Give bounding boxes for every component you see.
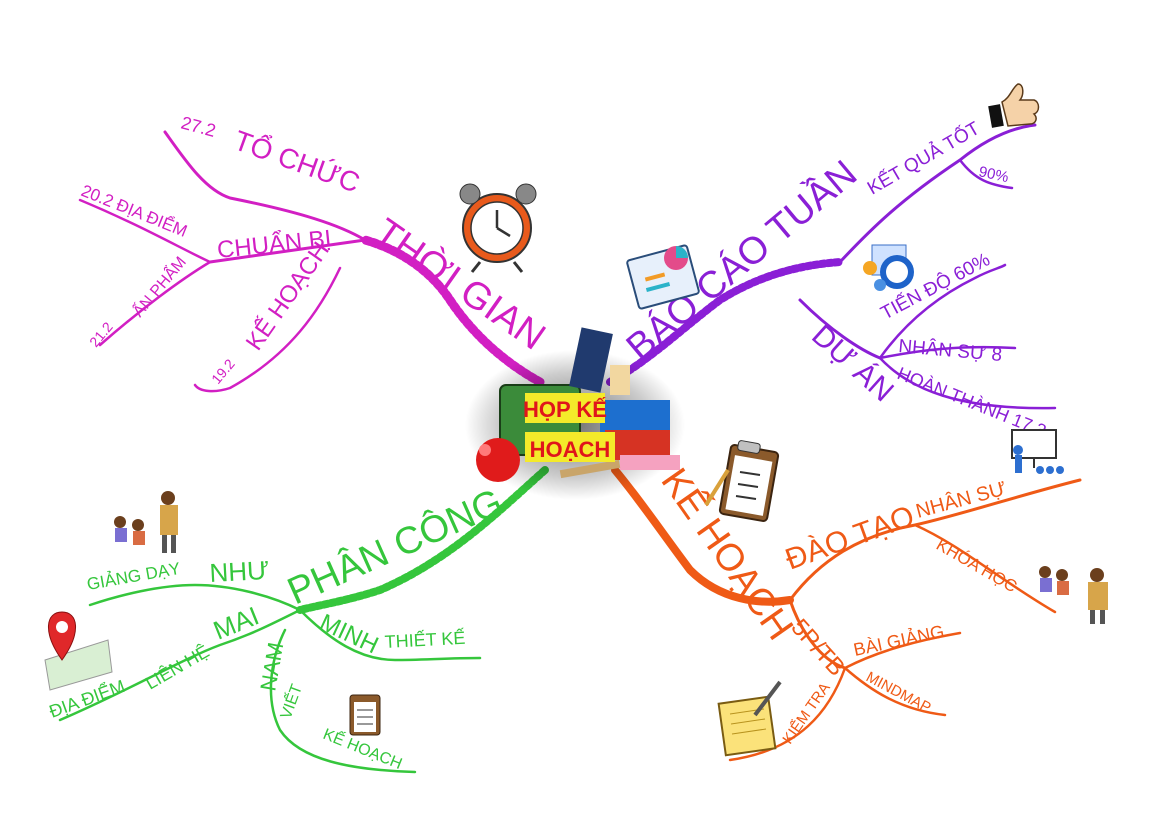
- branch-assign: [58, 466, 549, 774]
- project-icon: [863, 244, 914, 291]
- plan-hr[interactable]: NHÂN SỰ: [913, 477, 1008, 523]
- students-icon: [1039, 566, 1108, 624]
- plan-5p[interactable]: 5P/TB: [786, 614, 851, 682]
- time-venue[interactable]: 20.2 ĐỊA ĐIỂM: [79, 181, 190, 241]
- report-result-pct: 90%: [977, 163, 1010, 186]
- branch-report: [606, 123, 1057, 410]
- time-plan-date: 19.2: [208, 356, 238, 387]
- presentation-icon: [1011, 429, 1064, 474]
- report-icon: [626, 244, 700, 310]
- thumbs-up-icon: [988, 83, 1040, 128]
- time-organize[interactable]: TỔ CHỨC: [230, 125, 364, 199]
- assign-mai[interactable]: MAI: [209, 600, 263, 645]
- map-pin-icon: [44, 611, 113, 691]
- plan-test[interactable]: KIỂM TRA: [779, 679, 834, 747]
- report-staff[interactable]: NHÂN SỰ 8: [898, 335, 1003, 366]
- assign-design[interactable]: THIẾT KẾ: [384, 627, 466, 652]
- assign-nam[interactable]: NAM: [255, 640, 288, 692]
- assign-minh[interactable]: MINH: [315, 609, 382, 659]
- center-label-line2: HOẠCH: [530, 437, 611, 462]
- branch-time: [78, 130, 545, 393]
- center-node[interactable]: HỌP KẾ HOẠCH: [465, 327, 685, 500]
- time-print[interactable]: ẤN PHẨM: [129, 253, 190, 321]
- plan-course[interactable]: KHÓA HỌC: [933, 535, 1020, 596]
- notepad-icon: [717, 680, 782, 757]
- students-icon: [114, 491, 178, 553]
- assign-teaching[interactable]: GIẢNG DẠY: [85, 559, 181, 594]
- center-label-line1: HỌP KẾ: [523, 397, 607, 422]
- plan-training[interactable]: ĐÀO TẠO: [781, 500, 919, 577]
- assign-title[interactable]: PHÂN CÔNG: [281, 479, 509, 613]
- clipboard-icon: [704, 440, 780, 523]
- branch-plan: [611, 466, 1082, 762]
- alarm-clock-icon: [459, 183, 537, 273]
- assign-nhu[interactable]: NHƯ: [209, 555, 270, 588]
- clipboard-icon: [349, 694, 381, 736]
- assign-contact[interactable]: LIÊN HỆ: [142, 641, 213, 693]
- time-organize-date: 27.2: [179, 113, 218, 141]
- plan-mindmap[interactable]: MINDMAP: [863, 669, 934, 717]
- plan-lecture[interactable]: BÀI GIẢNG: [851, 620, 945, 660]
